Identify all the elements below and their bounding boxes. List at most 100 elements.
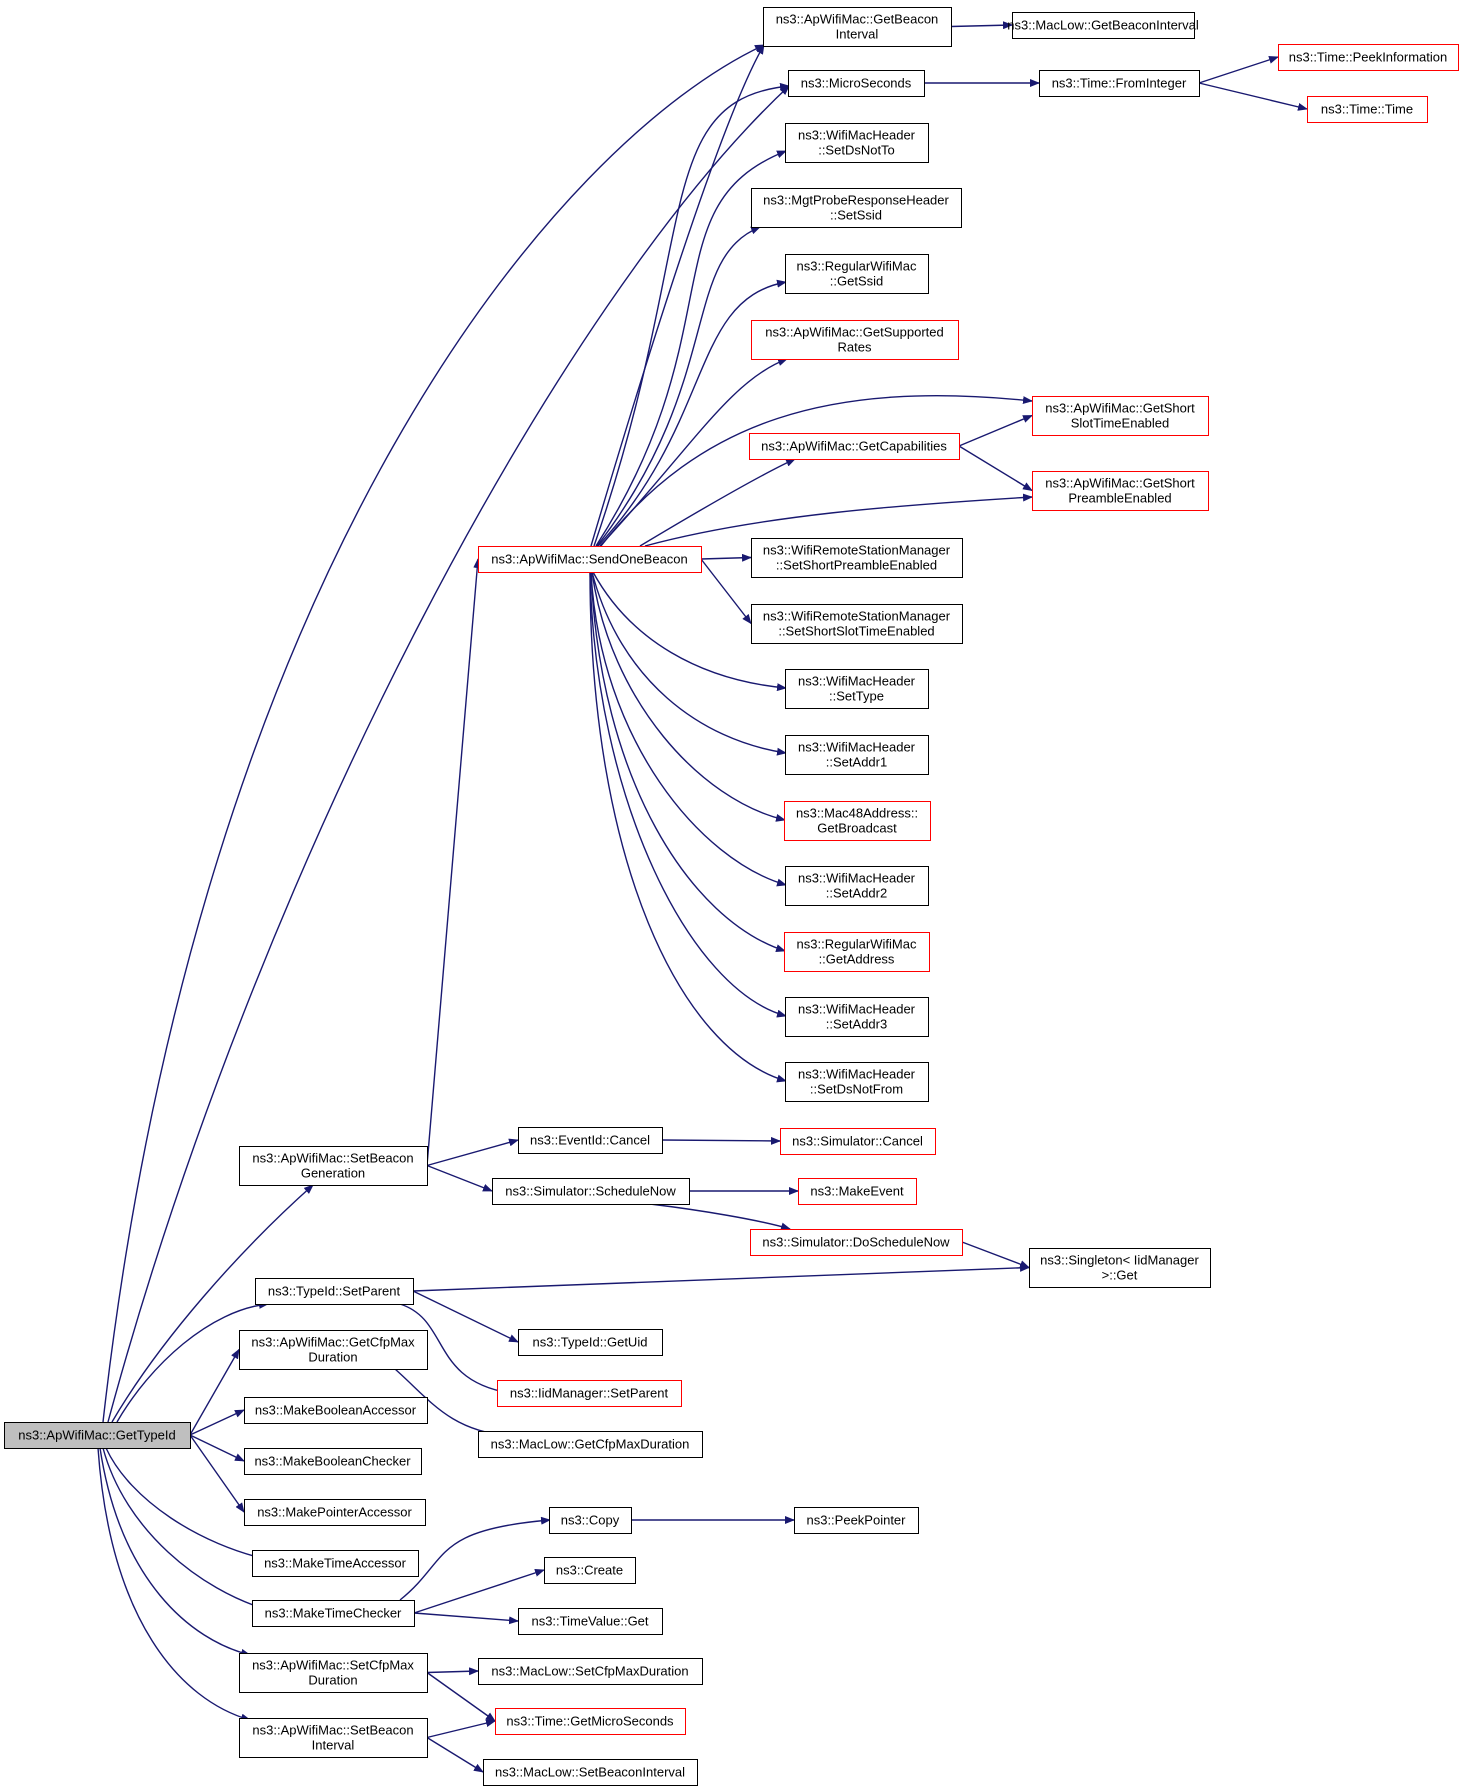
node-copy[interactable]: ns3::Copy <box>549 1507 632 1534</box>
node-set-type[interactable]: ns3::WifiMacHeader::SetType <box>785 669 929 709</box>
node-rsm-set-short-preamble[interactable]: ns3::WifiRemoteStationManager::SetShortP… <box>751 538 963 578</box>
node-box <box>785 669 929 709</box>
node-make-pointer-accessor[interactable]: ns3::MakePointerAccessor <box>244 1499 426 1526</box>
node-make-boolean-checker[interactable]: ns3::MakeBooleanChecker <box>244 1448 422 1475</box>
node-label: ::SetAddr3 <box>826 1017 887 1032</box>
edge-send-one-beacon-to-rsm-set-short-preamble <box>700 553 752 562</box>
edge-set-beacon-interval-to-time-get-micro-seconds <box>426 1719 496 1739</box>
node-label: ns3::Create <box>556 1563 623 1578</box>
edge-get-capabilities-to-get-short-slot <box>958 414 1033 447</box>
node-eventid-cancel[interactable]: ns3::EventId::Cancel <box>518 1127 663 1154</box>
node-time-peek-information[interactable]: ns3::Time::PeekInformation <box>1278 44 1459 71</box>
edge-make-time-checker-to-copy <box>399 1516 551 1601</box>
node-label: ns3::ApWifiMac::GetCapabilities <box>761 439 947 454</box>
node-simulator-do-schedule-now[interactable]: ns3::Simulator::DoScheduleNow <box>750 1229 963 1256</box>
edge-get-type-id-to-get-beacon-interval <box>102 44 765 1423</box>
node-peek-pointer[interactable]: ns3::PeekPointer <box>794 1507 919 1534</box>
node-label: ::GetAddress <box>819 952 895 967</box>
node-label: ns3::IidManager::SetParent <box>510 1386 669 1401</box>
node-get-cfp-max-duration[interactable]: ns3::ApWifiMac::GetCfpMaxDuration <box>239 1330 428 1370</box>
node-box <box>749 433 960 460</box>
node-create[interactable]: ns3::Create <box>544 1557 636 1584</box>
node-set-beacon-interval[interactable]: ns3::ApWifiMac::SetBeaconInterval <box>239 1718 428 1758</box>
edge-time-from-integer-to-time-peek-information <box>1198 56 1279 84</box>
node-box <box>788 70 925 97</box>
node-rsm-set-short-slot[interactable]: ns3::WifiRemoteStationManager::SetShortS… <box>751 604 963 644</box>
node-box <box>492 1178 690 1205</box>
edge-set-beacon-interval-to-maclow-set-beacon-interval <box>426 1736 484 1773</box>
node-regular-get-address[interactable]: ns3::RegularWifiMac::GetAddress <box>784 932 930 972</box>
node-label: ns3::PeekPointer <box>806 1513 906 1528</box>
node-typeid-get-uid[interactable]: ns3::TypeId::GetUid <box>518 1329 663 1356</box>
node-box <box>784 801 931 841</box>
node-maclow-set-cfp-max-duration[interactable]: ns3::MacLow::SetCfpMaxDuration <box>478 1658 703 1685</box>
edge-send-one-beacon-to-set-addr3 <box>589 571 787 1018</box>
node-label: Generation <box>301 1166 365 1181</box>
node-mac48-get-broadcast[interactable]: ns3::Mac48Address::GetBroadcast <box>784 801 931 841</box>
edge-send-one-beacon-to-set-addr1 <box>591 571 787 756</box>
node-simulator-cancel[interactable]: ns3::Simulator::Cancel <box>780 1128 936 1155</box>
node-micro-seconds[interactable]: ns3::MicroSeconds <box>788 70 925 97</box>
node-set-addr3[interactable]: ns3::WifiMacHeader::SetAddr3 <box>785 997 929 1037</box>
node-send-one-beacon[interactable]: ns3::ApWifiMac::SendOneBeacon <box>478 546 702 573</box>
node-make-event[interactable]: ns3::MakeEvent <box>798 1178 917 1205</box>
edge-typeid-set-parent-to-typeid-get-uid <box>412 1290 519 1343</box>
node-set-ds-not-to[interactable]: ns3::WifiMacHeader::SetDsNotTo <box>785 123 929 163</box>
node-box <box>478 546 702 573</box>
node-label: Interval <box>312 1738 355 1753</box>
edge-make-time-checker-to-create <box>413 1569 545 1614</box>
edge-send-one-beacon-to-mac48-get-broadcast <box>591 571 786 822</box>
node-maclow-get-cfp-max-duration[interactable]: ns3::MacLow::GetCfpMaxDuration <box>478 1431 703 1458</box>
node-box <box>798 1178 917 1205</box>
node-get-capabilities[interactable]: ns3::ApWifiMac::GetCapabilities <box>749 433 960 460</box>
node-typeid-set-parent[interactable]: ns3::TypeId::SetParent <box>255 1278 414 1305</box>
node-time-from-integer[interactable]: ns3::Time::FromInteger <box>1039 70 1200 97</box>
edge-get-type-id-to-make-pointer-accessor <box>189 1434 245 1513</box>
node-label: ns3::Time::GetMicroSeconds <box>506 1714 674 1729</box>
node-box <box>1032 396 1209 436</box>
node-box <box>244 1448 422 1475</box>
node-label: ns3::MakeTimeAccessor <box>264 1556 407 1571</box>
node-box <box>763 7 952 47</box>
node-box <box>1307 96 1428 123</box>
node-make-boolean-accessor[interactable]: ns3::MakeBooleanAccessor <box>244 1397 428 1424</box>
node-time-get-micro-seconds[interactable]: ns3::Time::GetMicroSeconds <box>495 1708 686 1735</box>
node-singleton-get[interactable]: ns3::Singleton< IidManager>::Get <box>1029 1248 1211 1288</box>
edge-get-type-id-to-set-cfp-max-duration <box>99 1447 251 1657</box>
node-label: ::SetAddr2 <box>826 886 887 901</box>
node-label: ns3::Mac48Address:: <box>796 806 918 821</box>
node-probe-set-ssid[interactable]: ns3::MgtProbeResponseHeader::SetSsid <box>751 188 962 228</box>
node-set-cfp-max-duration[interactable]: ns3::ApWifiMac::SetCfpMaxDuration <box>239 1653 428 1693</box>
node-make-time-checker[interactable]: ns3::MakeTimeChecker <box>252 1600 415 1627</box>
node-make-time-accessor[interactable]: ns3::MakeTimeAccessor <box>252 1550 419 1577</box>
edge-send-one-beacon-to-rsm-set-short-slot <box>700 558 752 625</box>
node-box <box>252 1550 419 1577</box>
node-set-addr2[interactable]: ns3::WifiMacHeader::SetAddr2 <box>785 866 929 906</box>
node-simulator-schedule-now[interactable]: ns3::Simulator::ScheduleNow <box>492 1178 690 1205</box>
node-maclow-set-beacon-interval[interactable]: ns3::MacLow::SetBeaconInterval <box>483 1759 698 1786</box>
edge-set-beacon-generation-to-simulator-schedule-now <box>426 1164 493 1192</box>
edge-send-one-beacon-to-micro-seconds <box>593 82 790 547</box>
node-set-addr1[interactable]: ns3::WifiMacHeader::SetAddr1 <box>785 735 929 775</box>
node-box <box>1029 1248 1211 1288</box>
node-maclow-get-beacon-interval[interactable]: ns3::MacLow::GetBeaconInterval <box>1007 12 1199 39</box>
node-get-type-id[interactable]: ns3::ApWifiMac::GetTypeId <box>4 1422 191 1449</box>
node-time-time[interactable]: ns3::Time::Time <box>1307 96 1428 123</box>
node-box <box>518 1329 663 1356</box>
node-label: ns3::Time::FromInteger <box>1052 76 1187 91</box>
node-box <box>784 932 930 972</box>
node-iidmanager-set-parent[interactable]: ns3::IidManager::SetParent <box>497 1380 682 1407</box>
node-timevalue-get[interactable]: ns3::TimeValue::Get <box>518 1608 663 1635</box>
edge-make-time-checker-to-timevalue-get <box>413 1612 519 1625</box>
node-set-ds-not-from[interactable]: ns3::WifiMacHeader::SetDsNotFrom <box>785 1062 929 1102</box>
edge-get-type-id-to-micro-seconds <box>107 85 790 1423</box>
node-regular-get-ssid[interactable]: ns3::RegularWifiMac::GetSsid <box>785 254 929 294</box>
node-label: ns3::Simulator::DoScheduleNow <box>762 1235 950 1250</box>
node-get-beacon-interval[interactable]: ns3::ApWifiMac::GetBeaconInterval <box>763 7 952 47</box>
node-box <box>1032 471 1209 511</box>
edge-get-type-id-to-set-beacon-interval <box>97 1447 251 1722</box>
